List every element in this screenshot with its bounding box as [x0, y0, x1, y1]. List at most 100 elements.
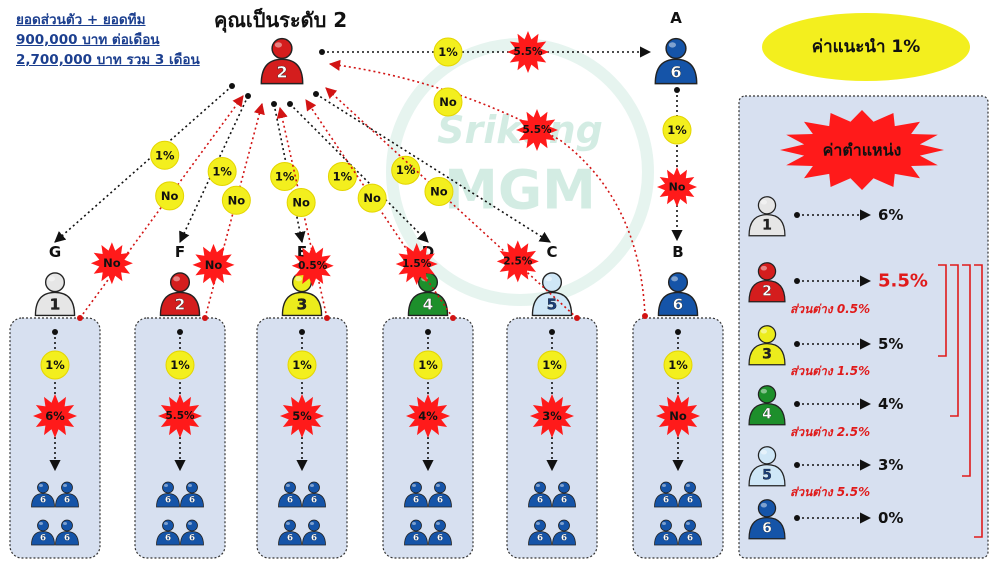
node-letter-G: G — [49, 243, 61, 261]
team-member: 6 — [278, 519, 302, 546]
legend-level-3: 3 — [748, 325, 786, 366]
person-head — [757, 325, 777, 344]
root-D-rate-label: 1% — [333, 169, 353, 183]
G-to-root-red-line — [79, 95, 244, 319]
D-down-rate-label: 1% — [418, 358, 438, 372]
team-member: 6 — [55, 481, 79, 508]
person-shine — [686, 522, 690, 525]
person-body — [31, 531, 55, 546]
node-person-C: 5 — [531, 272, 573, 317]
person-body — [748, 517, 786, 540]
person-head — [558, 481, 570, 494]
person-head — [667, 272, 689, 293]
person-head — [44, 272, 66, 293]
person-number: 6 — [165, 496, 171, 506]
person-shine — [545, 276, 552, 282]
A-B-burst-label: No — [669, 181, 686, 194]
person-number: 6 — [165, 534, 171, 544]
A-B-rate-circle — [662, 115, 692, 145]
person-number: 6 — [311, 534, 317, 544]
person-body — [552, 493, 576, 508]
person-head — [757, 196, 777, 215]
D-burst-shape — [395, 243, 438, 285]
node-letter-B: B — [672, 243, 683, 261]
B-down-rate-circle — [663, 350, 693, 380]
legend-value-2: 5.5% — [878, 271, 928, 292]
E-burst-shape — [291, 244, 334, 287]
F-burst-shape — [192, 243, 235, 286]
person-body — [156, 531, 180, 546]
person-number: 6 — [287, 496, 293, 506]
person-shine — [760, 388, 767, 394]
person-head — [410, 481, 422, 494]
person-shine — [63, 522, 67, 525]
G-burst-shape — [90, 242, 133, 285]
person-shine — [48, 276, 55, 282]
person-shine — [760, 265, 767, 271]
person-body — [748, 280, 786, 303]
F-burst-label: No — [205, 258, 223, 272]
team-member: 6 — [528, 481, 552, 508]
F-down-burst-label: 5.5% — [165, 410, 195, 422]
team-member: 6 — [31, 519, 55, 546]
person-head — [162, 481, 174, 494]
person-body — [428, 493, 452, 508]
person-body — [678, 493, 702, 508]
B-root-burst-shape — [516, 109, 558, 151]
person-shine — [760, 199, 767, 205]
legend-bracket — [962, 264, 971, 477]
root-A-burst-label: 5.5% — [513, 46, 543, 58]
person-number: 6 — [537, 534, 543, 544]
team-member: 6 — [428, 519, 452, 546]
person-number: 6 — [437, 496, 443, 506]
person-head — [534, 519, 546, 532]
person-shine — [188, 522, 192, 525]
person-body — [302, 531, 326, 546]
root-A-rate-label: 1% — [438, 45, 458, 59]
person-shine — [686, 484, 690, 487]
person-shine — [560, 522, 564, 525]
person-number: 2 — [276, 62, 287, 81]
legend-bracket — [950, 264, 959, 417]
E-no-circle — [286, 188, 316, 217]
G-no-label: No — [161, 189, 179, 203]
team-member: 6 — [678, 519, 702, 546]
C-down-rate-circle — [537, 350, 567, 380]
person-number: 6 — [40, 496, 46, 506]
team-member: 6 — [278, 481, 302, 508]
F-down-rate-circle — [165, 350, 195, 380]
referral-badge-label: ค่าแนะนำ 1% — [812, 37, 921, 57]
team-member: 6 — [31, 481, 55, 508]
root-F-rate-label: 1% — [212, 164, 232, 178]
team-member: 6 — [156, 519, 180, 546]
legend-value-6: 0% — [878, 509, 903, 527]
person-body — [180, 531, 204, 546]
person-number: 6 — [663, 496, 669, 506]
legend-value-5: 3% — [878, 456, 903, 474]
person-body — [654, 58, 698, 85]
person-body — [407, 291, 449, 317]
legend-bracket — [974, 264, 983, 538]
root-person: 2 — [260, 37, 304, 85]
person-body — [654, 493, 678, 508]
person-shine — [164, 484, 168, 487]
person-head — [169, 272, 191, 293]
person-body — [159, 291, 201, 317]
person-body — [34, 291, 76, 317]
B-root-no-label: No — [439, 95, 457, 109]
D-burst-label: 1.5% — [402, 258, 432, 270]
person-shine — [310, 484, 314, 487]
team-member: 6 — [552, 481, 576, 508]
person-shine — [412, 522, 416, 525]
person-body — [428, 531, 452, 546]
person-head — [186, 481, 198, 494]
person-head — [757, 385, 777, 404]
person-head — [37, 519, 49, 532]
node-letter-F: F — [175, 243, 185, 261]
person-head — [757, 499, 777, 518]
person-body — [654, 531, 678, 546]
person-number: 6 — [311, 496, 317, 506]
node-person-B: 6 — [657, 272, 699, 317]
